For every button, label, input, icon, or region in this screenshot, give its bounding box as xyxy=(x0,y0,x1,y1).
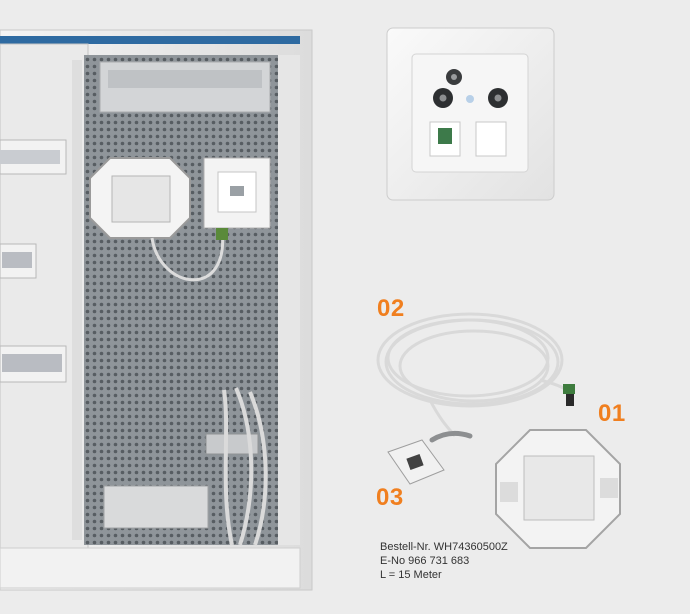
wall-outlet xyxy=(386,27,555,201)
pull-tab xyxy=(429,430,473,443)
callout-02: 02 xyxy=(377,295,405,322)
breaker-row xyxy=(0,345,67,383)
e-number: E-No 966 731 683 xyxy=(380,555,470,567)
frame-cutout xyxy=(523,455,595,521)
order-info: Bestell-Nr. WH74360500Z E-No 966 731 683… xyxy=(380,540,508,582)
callout-01: 01 xyxy=(598,400,626,427)
order-number: Bestell-Nr. WH74360500Z xyxy=(380,541,508,553)
distribution-cabinet xyxy=(0,29,313,591)
coax-splitter xyxy=(205,433,259,455)
keystone-module xyxy=(387,439,445,485)
callout-03: 03 xyxy=(376,484,404,511)
perforated-mounting-plate xyxy=(84,55,284,545)
cable-coil xyxy=(376,312,574,437)
patch-cable xyxy=(150,229,225,282)
blank-cover xyxy=(475,121,507,157)
cable-length: L = 15 Meter xyxy=(380,569,442,581)
junction-box xyxy=(103,485,209,529)
rj45-plug xyxy=(563,384,575,394)
breaker-row xyxy=(0,139,67,175)
breaker-row xyxy=(0,243,37,279)
